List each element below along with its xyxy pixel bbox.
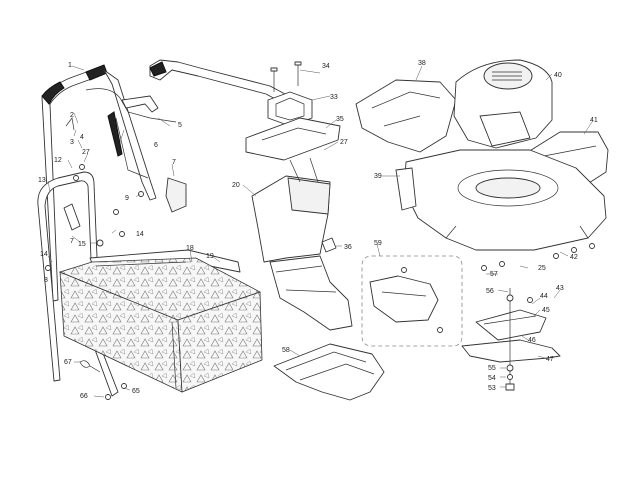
mulch-plug-58 [273, 343, 385, 401]
part-label-27-left: 27 [82, 149, 90, 156]
part-label-43: 43 [556, 285, 564, 292]
part-label-12: 12 [54, 157, 62, 164]
control-lever [121, 95, 159, 113]
handle-bracket-right [103, 69, 187, 213]
part-label-14-right: 14 [136, 231, 144, 238]
part-label-9: 9 [125, 195, 129, 202]
part-label-3: 3 [70, 139, 74, 146]
engine-40 [453, 59, 553, 149]
bolts-34 [270, 61, 302, 92]
part-label-55: 55 [488, 365, 496, 372]
part-label-25: 25 [538, 265, 546, 272]
part-label-67: 67 [64, 359, 72, 366]
part-label-7-upper: 7 [172, 159, 176, 166]
part-label-47: 47 [546, 356, 554, 363]
part-label-38: 38 [418, 60, 426, 67]
part-label-1: 1 [68, 62, 72, 69]
part-label-53: 53 [488, 385, 496, 392]
engine-cover-38 [355, 79, 457, 153]
part-label-57: 57 [490, 271, 498, 278]
part-label-40: 40 [554, 72, 562, 79]
part-label-7-lower: 7 [70, 238, 74, 245]
plate-35 [245, 117, 341, 161]
part-label-36: 36 [344, 244, 352, 251]
part-label-2: 2 [70, 112, 74, 119]
grass-catcher-bag [58, 257, 263, 393]
part-label-8: 8 [44, 277, 48, 284]
part-label-20: 20 [232, 182, 240, 189]
mulch-kit-group [361, 255, 463, 347]
part-label-44: 44 [540, 293, 548, 300]
part-label-15: 15 [78, 241, 86, 248]
part-label-19: 19 [206, 253, 214, 260]
part-label-59: 59 [374, 240, 382, 247]
mower-deck [403, 149, 607, 251]
leader-lines [47, 65, 593, 398]
part-label-58: 58 [282, 347, 290, 354]
blade-47 [461, 339, 561, 363]
deck-bolts [481, 243, 595, 271]
part-labels: 1 2 3 4 5 6 7 7 8 9 12 13 14 14 15 18 19… [38, 60, 598, 400]
part-label-6: 6 [154, 142, 158, 149]
blade-adapter [475, 309, 547, 341]
discharge-chute [269, 255, 353, 331]
deck-bracket-39 [395, 167, 417, 211]
part-label-66: 66 [80, 393, 88, 400]
part-label-42: 42 [570, 254, 578, 261]
part-label-5: 5 [178, 122, 182, 129]
handle-hardware [45, 117, 144, 400]
part-label-18: 18 [186, 245, 194, 252]
part-label-35: 35 [336, 116, 344, 123]
part-label-27-right: 27 [340, 139, 348, 146]
rear-flap-20 [251, 157, 331, 263]
blade-hardware [505, 288, 533, 391]
part-label-45: 45 [542, 307, 550, 314]
part-label-39: 39 [374, 173, 382, 180]
part-label-54: 54 [488, 375, 496, 382]
part-label-14-left: 14 [40, 251, 48, 258]
knob-36 [321, 237, 337, 253]
part-label-34: 34 [322, 63, 330, 70]
part-label-46: 46 [528, 337, 536, 344]
part-label-56: 56 [486, 288, 494, 295]
part-label-65: 65 [132, 388, 140, 395]
part-label-41: 41 [590, 117, 598, 124]
bracket-33 [267, 91, 313, 127]
part-label-13: 13 [38, 177, 46, 184]
part-label-33: 33 [330, 94, 338, 101]
control-cable [85, 88, 177, 179]
part-label-4: 4 [80, 134, 84, 141]
